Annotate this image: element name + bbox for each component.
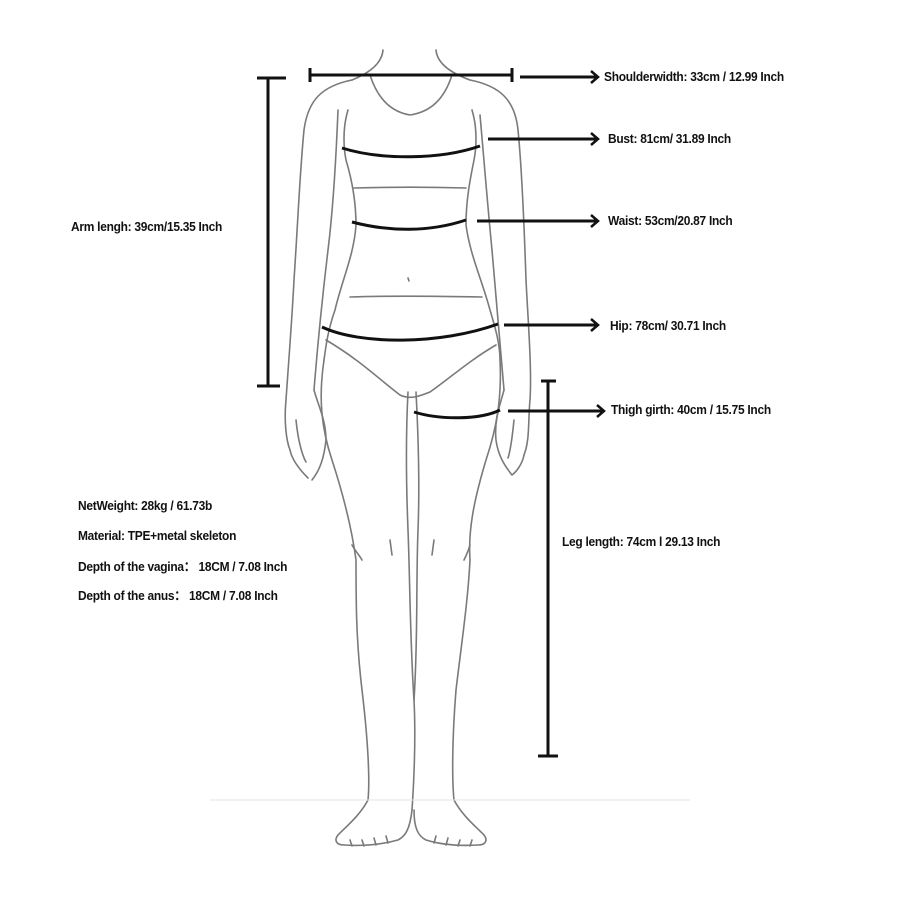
vagina-depth-label: Depth of the vagina： 18CM / 7.08 Inch <box>78 559 288 574</box>
shoulder-width-label: Shoulderwidth: 33cm / 12.99 Inch <box>604 69 784 84</box>
hip-line <box>321 322 499 342</box>
arm-length-label: Arm lengh: 39cm/15.35 Inch <box>71 219 223 234</box>
hip-label: Hip: 78cm/ 30.71 Inch <box>610 318 726 333</box>
waist-label: Waist: 53cm/20.87 Inch <box>608 213 733 228</box>
material-label: Material: TPE+metal skeleton <box>78 528 237 543</box>
body-outline <box>209 49 691 847</box>
thigh-line <box>413 408 501 420</box>
net-weight-label: NetWeight: 28kg / 61.73b <box>78 498 213 513</box>
bust-line <box>341 144 481 159</box>
anus-depth-label: Depth of the anus： 18CM / 7.08 Inch <box>78 588 278 603</box>
measurement-lines <box>257 68 606 758</box>
leg-length-label: Leg length: 74cm l 29.13 Inch <box>562 534 721 549</box>
bust-label: Bust: 81cm/ 31.89 Inch <box>608 131 731 146</box>
thigh-girth-label: Thigh girth: 40cm / 15.75 Inch <box>611 402 771 417</box>
waist-line <box>351 218 467 231</box>
